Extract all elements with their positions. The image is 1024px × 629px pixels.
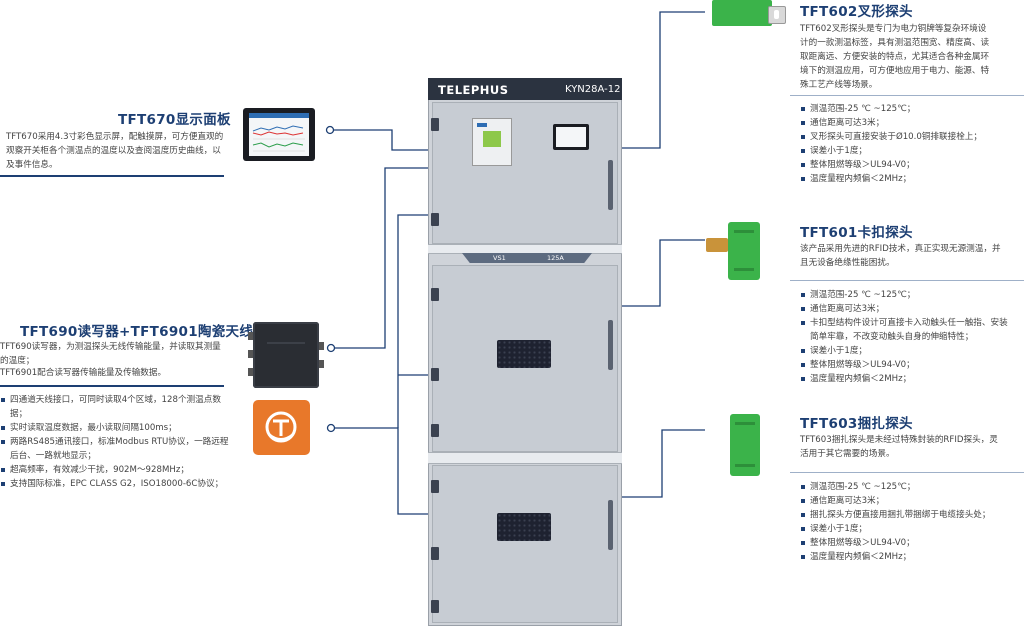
tft601-feature-list: 测温范围-25 ℃ ~125℃； 通信距离可达3米； 卡扣型结构件设计可直接卡入… — [800, 288, 1012, 386]
tft603-description: TFT603捆扎探头是未经过特殊封装的RFID探头，灵活用于其它需要的场景。 — [800, 435, 998, 459]
tft603-divider — [790, 472, 1024, 473]
cabinet-window — [497, 513, 551, 541]
cabinet-handle — [608, 500, 613, 550]
cabinet-window — [497, 340, 551, 368]
chart-thumbnail — [249, 113, 309, 152]
tft602-title: TFT602叉形探头 — [800, 4, 913, 20]
connector-antenna-top — [397, 214, 428, 428]
list-item: 测温范围-25 ℃ ~125℃； — [800, 288, 1012, 302]
antenna-icon — [265, 411, 297, 443]
list-item: 超高频率，有效减少干扰，902M～928MHz； — [0, 463, 232, 477]
tft690-description-1: TFT690读写器，为测温探头无线传输能量，并读取其测量的温度； — [0, 342, 221, 366]
cabinet-nameplate — [462, 253, 592, 263]
cabinet-top-panel — [432, 102, 618, 244]
cabinet-hinge — [431, 547, 439, 560]
tft601-divider — [790, 280, 1024, 281]
reader-image — [248, 322, 324, 388]
cabinet-model: KYN28A-12 — [565, 84, 621, 95]
cabinet-hinge — [431, 368, 439, 381]
tft602-feature-list: 测温范围-25 ℃ ~125℃； 通信距离可达3米； 叉形探头可直接安装于Ø10… — [800, 102, 1020, 186]
tft603-feature-list: 测温范围-25 ℃ ~125℃； 通信距离可达3米； 捆扎探头方便直接用捆扎带捆… — [800, 480, 1015, 564]
tft690-description-2: TFT6901配合读写器传输能量及传输数据。 — [0, 368, 167, 378]
tft690-divider — [0, 385, 224, 387]
cabinet-handle — [608, 160, 613, 210]
connector-tft601 — [611, 239, 705, 307]
list-item: 测温范围-25 ℃ ~125℃； — [800, 102, 1020, 116]
tft602-description: TFT602叉形探头是专门为电力铜牌等复杂环境设计的一款测温标签，具有测温范围宽… — [800, 24, 990, 90]
cabinet-separator — [428, 244, 622, 254]
connector-tft602 — [611, 11, 705, 149]
connector-tft603 — [611, 429, 705, 498]
tft602-fork — [768, 6, 786, 24]
tft602-probe-image — [712, 0, 772, 26]
list-item: 两路RS485通讯接口，标准Modbus RTU协议，一路远程后台、一路就地显示… — [0, 435, 232, 463]
list-item: 四通道天线接口，可同时读取4个区域，128个测温点数据； — [0, 393, 232, 421]
cabinet-hinge — [431, 600, 439, 613]
list-item: 通信距离可达3米； — [800, 302, 1012, 316]
cabinet-label-vs1: VS1 — [493, 254, 506, 262]
list-item: 测温范围-25 ℃ ~125℃； — [800, 480, 1015, 494]
list-item: 温度量程内频偏＜2MHz； — [800, 172, 1020, 186]
list-item: 支持国际标准，EPC CLASS G2，ISO18000-6C协议； — [0, 477, 232, 491]
tft603-title: TFT603捆扎探头 — [800, 416, 913, 432]
tft601-title: TFT601卡扣探头 — [800, 225, 913, 241]
cabinet-hinge — [431, 480, 439, 493]
list-item: 误差小于1度； — [800, 344, 1012, 358]
cabinet-hinge — [431, 424, 439, 437]
cabinet-control-unit — [472, 118, 512, 166]
tft602-divider — [790, 95, 1024, 96]
tft601-clip — [706, 238, 728, 252]
antenna-image — [253, 400, 310, 455]
list-item: 实时读取温度数据，最小读取间隔100ms； — [0, 421, 232, 435]
tft670-title: TFT670显示面板 — [118, 112, 231, 128]
tft670-divider — [0, 175, 224, 177]
list-item: 卡扣型结构件设计可直接卡入动触头任一触指、安装简单牢靠，不改变动触头自身的伸缩特… — [800, 316, 1012, 344]
cabinet-hinge — [431, 118, 439, 131]
cabinet-display-screen — [553, 124, 589, 150]
tft601-description: 该产品采用先进的RFID技术，真正实现无源测温，并且无设备绝缘性能困扰。 — [800, 244, 1001, 268]
list-item: 捆扎探头方便直接用捆扎带捆绑于电缆接头处； — [800, 508, 1015, 522]
tft670-description: TFT670采用4.3寸彩色显示屏，配触摸屏，可方便直观的观察开关柜各个测温点的… — [6, 132, 224, 170]
list-item: 整体阻燃等级＞UL94-V0； — [800, 358, 1012, 372]
display-panel-image — [243, 108, 315, 161]
tft690-feature-list: 四通道天线接口，可同时读取4个区域，128个测温点数据； 实时读取温度数据，最小… — [0, 393, 232, 491]
tft690-title: TFT690读写器+TFT6901陶瓷天线 — [20, 324, 254, 340]
list-item: 整体阻燃等级＞UL94-V0； — [800, 536, 1015, 550]
cabinet-separator — [428, 452, 622, 464]
connector-antenna-bottom — [331, 427, 428, 515]
cabinet-header — [428, 78, 622, 100]
list-item: 叉形探头可直接安装于Ø10.0铜排联接栓上； — [800, 130, 1020, 144]
cabinet-hinge — [431, 213, 439, 226]
cabinet-handle — [608, 320, 613, 370]
cabinet-bottom-panel — [432, 465, 618, 623]
list-item: 整体阻燃等级＞UL94-V0； — [800, 158, 1020, 172]
tft601-probe-image — [728, 222, 760, 280]
list-item: 误差小于1度； — [800, 144, 1020, 158]
tft603-probe-image — [730, 414, 760, 476]
list-item: 温度量程内频偏＜2MHz； — [800, 372, 1012, 386]
list-item: 通信距离可达3米； — [800, 116, 1020, 130]
list-item: 通信距离可达3米； — [800, 494, 1015, 508]
list-item: 温度量程内频偏＜2MHz； — [800, 550, 1015, 564]
cabinet-brand: TELEPHUS — [438, 83, 509, 97]
cabinet-label-125a: 125A — [547, 254, 564, 262]
cabinet-hinge — [431, 288, 439, 301]
list-item: 误差小于1度； — [800, 522, 1015, 536]
